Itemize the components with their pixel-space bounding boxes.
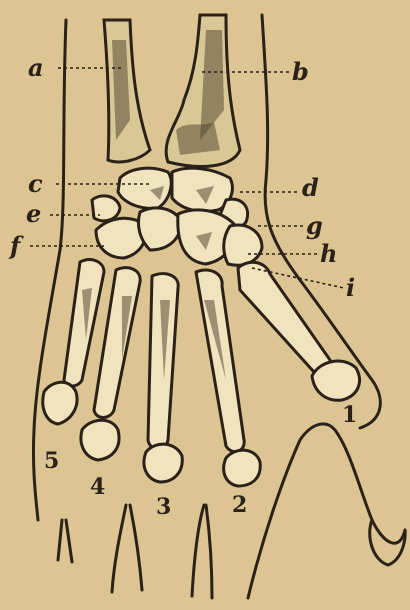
phalanx-2 — [224, 450, 261, 486]
phalanx-4 — [81, 420, 119, 460]
pisiform — [92, 196, 120, 221]
digit-numbers: 1 2 3 4 5 — [44, 402, 357, 520]
label-c: c — [28, 169, 43, 198]
metacarpal-1 — [238, 262, 331, 375]
digit-5: 5 — [44, 448, 59, 474]
label-i: i — [346, 273, 355, 302]
carpal-bones — [92, 168, 262, 265]
phalanx-3 — [144, 444, 182, 482]
digit-2: 2 — [232, 492, 247, 518]
metacarpal-2 — [196, 270, 244, 452]
label-h: h — [320, 239, 337, 268]
digit-4: 4 — [90, 474, 105, 500]
label-a: a — [28, 53, 44, 82]
label-g: g — [306, 211, 323, 240]
phalanx-5 — [43, 382, 77, 424]
metacarpal-5 — [64, 260, 104, 386]
label-d: d — [302, 173, 319, 202]
finger-bones — [43, 260, 360, 486]
label-f: f — [8, 231, 24, 260]
trapezoid — [138, 208, 182, 250]
label-b: b — [292, 57, 309, 86]
forearm-bones — [104, 15, 240, 166]
digit-1: 1 — [342, 402, 357, 428]
phalanx-1 — [312, 361, 360, 400]
hamate — [224, 225, 262, 265]
label-e: e — [26, 199, 41, 228]
digit-3: 3 — [156, 494, 171, 520]
